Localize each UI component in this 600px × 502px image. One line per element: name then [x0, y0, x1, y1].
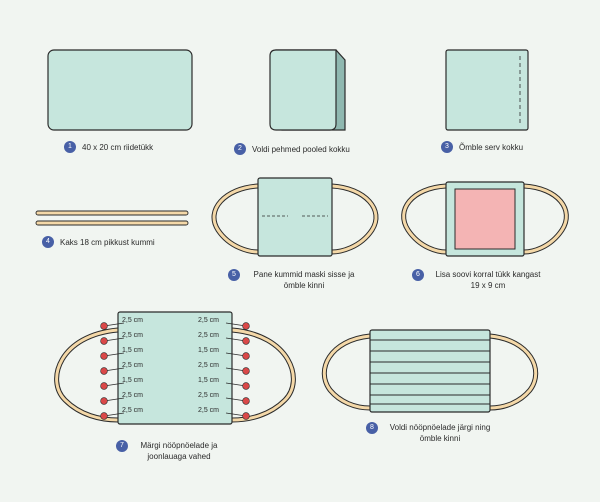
mask-with-elastic — [211, 177, 379, 257]
step-8-caption: 8 Voldi nööpnöelade järgi ning ömble kin… — [366, 422, 496, 444]
measurement-right-6: 2,5 cm — [198, 392, 220, 399]
elastic-bands — [35, 210, 189, 226]
pin-left-6 — [100, 397, 108, 405]
pin-right-4 — [242, 367, 250, 375]
measurement-right-2: 2,5 cm — [198, 332, 220, 339]
step-3-caption: 3 Õmble serv kokku — [441, 141, 523, 153]
sewn-fabric — [445, 49, 529, 131]
pin-left-2 — [100, 337, 108, 345]
step-6-badge: 6 — [412, 269, 424, 281]
fabric-rectangle — [47, 49, 193, 131]
measurement-right-4: 2,5 cm — [198, 362, 220, 369]
step-1-badge: 1 — [64, 141, 76, 153]
measurement-left-1: 2,5 cm — [122, 317, 144, 324]
measurement-left-5: 1,5 cm — [122, 377, 144, 384]
pin-right-5 — [242, 382, 250, 390]
step-8-text: Voldi nööpnöelade järgi ning ömble kinni — [389, 423, 491, 443]
step-1-text: 40 x 20 cm riidetükk — [82, 143, 154, 152]
pin-right-7 — [242, 412, 250, 420]
measurement-left-4: 2,5 cm — [122, 362, 144, 369]
measurement-left-6: 2,5 cm — [122, 392, 144, 399]
step-5-text: Pane kummid maski sisse ja ömble kinni — [253, 270, 355, 290]
step-3-text: Õmble serv kokku — [459, 143, 524, 152]
step-4-text: Kaks 18 cm pikkust kummi — [60, 238, 155, 247]
pin-left-4 — [100, 367, 108, 375]
pins — [100, 322, 250, 420]
measurement-right-5: 1,5 cm — [198, 377, 220, 384]
step-2-caption: 2 Voldi pehmed pooled kokku — [234, 143, 350, 155]
step-2-badge: 2 — [234, 143, 246, 155]
measurement-left-2: 2,5 cm — [122, 332, 144, 339]
step-8-badge: 8 — [366, 422, 378, 434]
step-1-caption: 1 40 x 20 cm riidetükk — [64, 141, 153, 153]
pin-left-1 — [100, 322, 108, 330]
step-7-badge: 7 — [116, 440, 128, 452]
step-2-text: Voldi pehmed pooled kokku — [252, 145, 350, 154]
pin-left-3 — [100, 352, 108, 360]
step-7-caption: 7 Märgi nööpnöelade ja joonlauaga vahed — [116, 440, 224, 462]
pin-left-5 — [100, 382, 108, 390]
step-4-caption: 4 Kaks 18 cm pikkust kummi — [42, 236, 155, 248]
measurement-right-3: 1,5 cm — [198, 347, 220, 354]
pin-right-2 — [242, 337, 250, 345]
folded-fabric — [269, 49, 346, 131]
pin-right-1 — [242, 322, 250, 330]
pin-left-7 — [100, 412, 108, 420]
pleated-mask — [321, 329, 539, 413]
mask-with-insert — [401, 181, 569, 257]
step-4-badge: 4 — [42, 236, 54, 248]
marked-mask — [54, 311, 296, 425]
measurement-left-7: 2,5 cm — [122, 407, 144, 414]
measurement-right-1: 2,5 cm — [198, 317, 220, 324]
step-3-badge: 3 — [441, 141, 453, 153]
step-6-caption: 6 Lisa soovi korral tükk kangast 19 x 9 … — [412, 269, 546, 291]
step-5-badge: 5 — [228, 269, 240, 281]
step-5-caption: 5 Pane kummid maski sisse ja ömble kinni — [228, 269, 362, 291]
measurement-left-3: 1,5 cm — [122, 347, 144, 354]
step-6-text: Lisa soovi korral tükk kangast 19 x 9 cm — [435, 270, 541, 290]
pin-right-3 — [242, 352, 250, 360]
pin-right-6 — [242, 397, 250, 405]
step-7-text: Märgi nööpnöelade ja joonlauaga vahed — [140, 441, 218, 461]
measurement-right-7: 2,5 cm — [198, 407, 220, 414]
